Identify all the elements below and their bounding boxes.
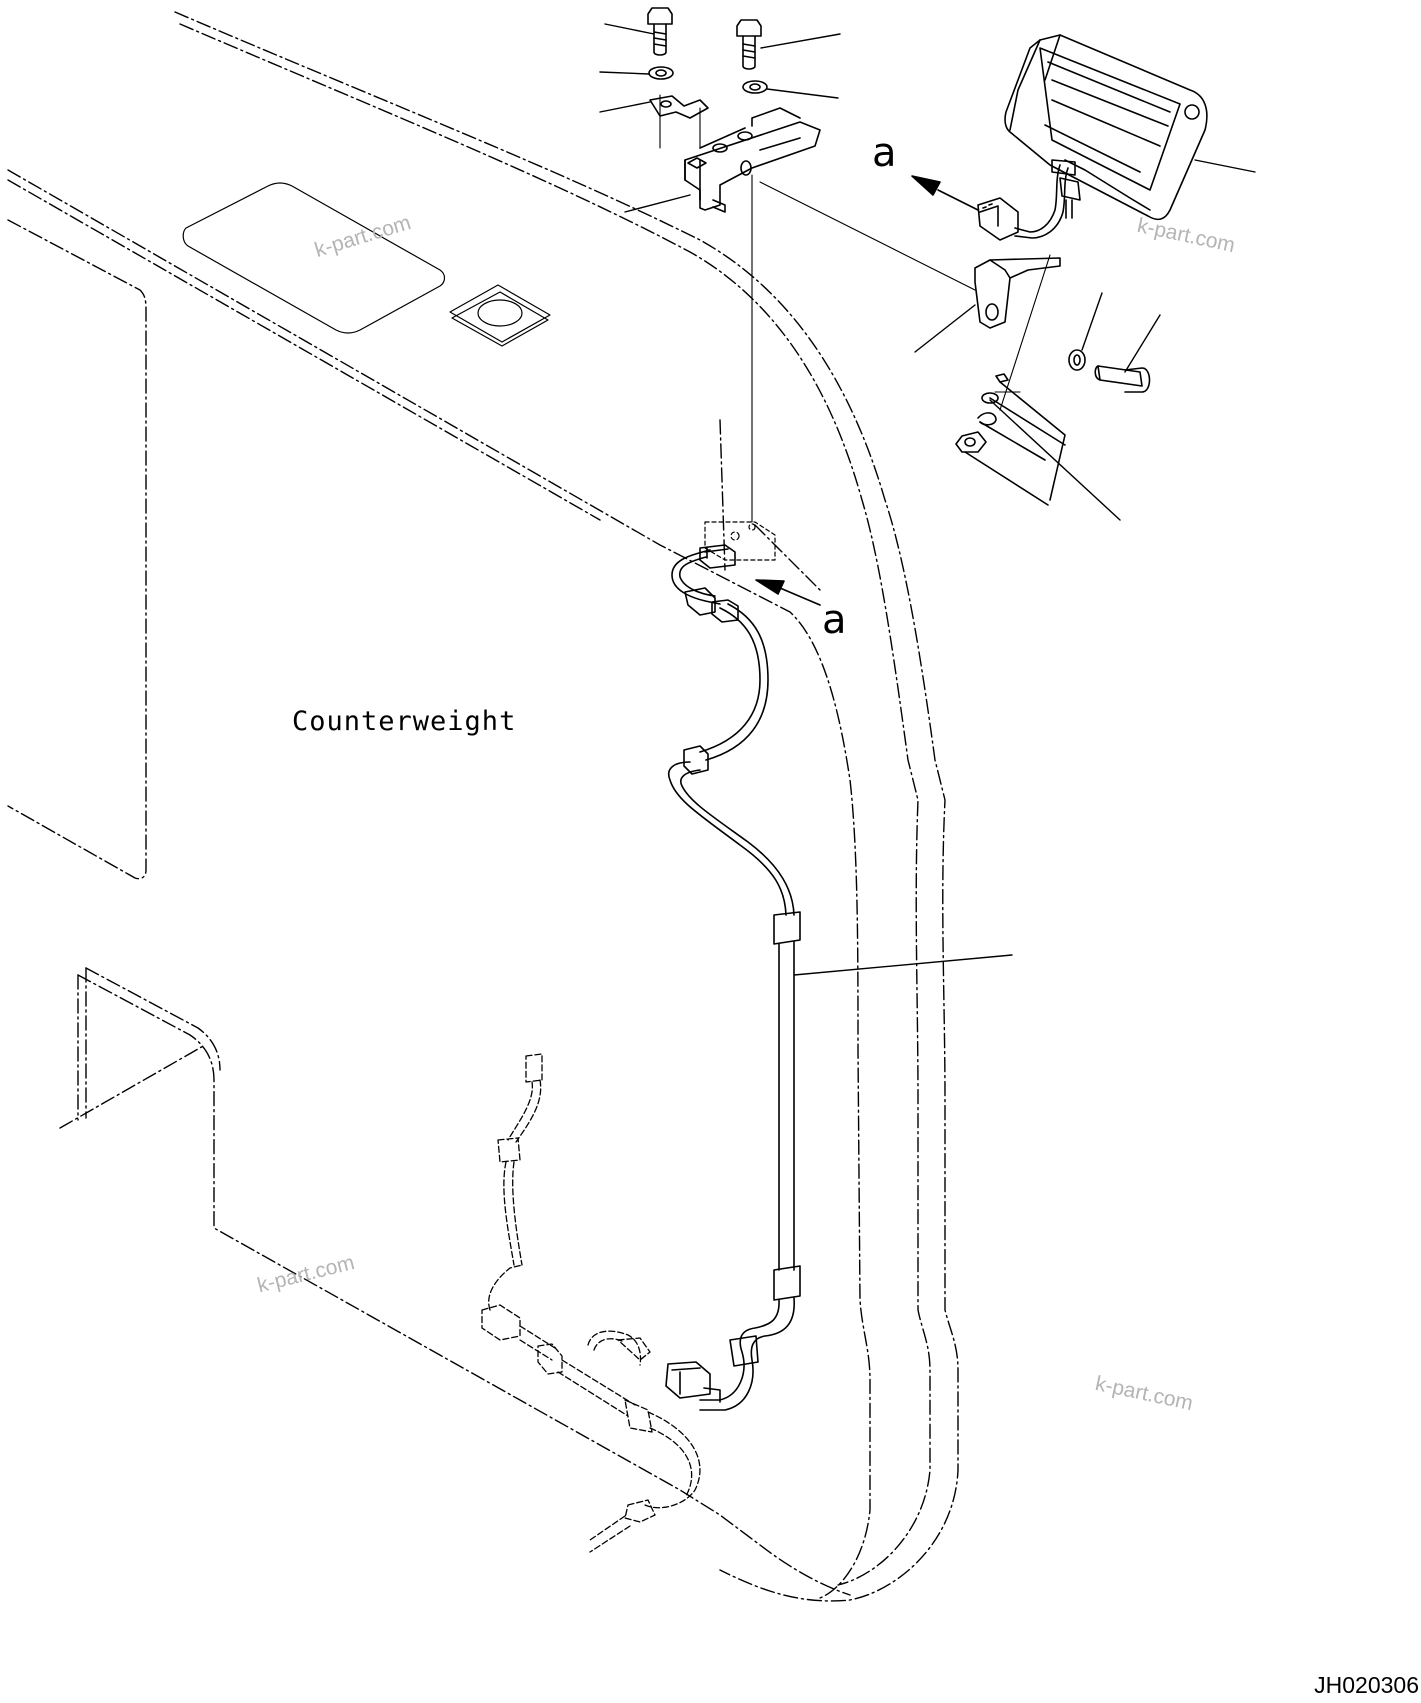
view-marker-mid: a [822,597,847,643]
view-marker-top: a [872,130,897,176]
main-harness [665,544,801,1411]
drawing-number: JH020306 [1314,1672,1419,1698]
washer-right [742,80,768,94]
access-panel [182,182,446,334]
construction-lines [659,94,1051,523]
lamp-bracket [974,257,1061,329]
work-lamp [1004,34,1208,221]
mount-block [704,521,776,561]
bolt-right [736,19,762,70]
lamp-small-parts [955,373,1066,506]
bolt-left [647,7,673,56]
drain-plug [449,284,551,347]
existing-harness [481,1053,701,1553]
lamp-washer [1068,349,1086,371]
view-arrows [755,175,979,606]
counterweight-outline [7,11,959,1602]
leader-lines [599,23,1256,976]
clip-plate [649,95,709,119]
washer-left [648,66,674,80]
counterweight-label: Counterweight [292,706,517,737]
lamp-cable [977,159,1081,241]
lamp-bolt [1094,365,1151,393]
mounting-bracket [684,107,821,213]
